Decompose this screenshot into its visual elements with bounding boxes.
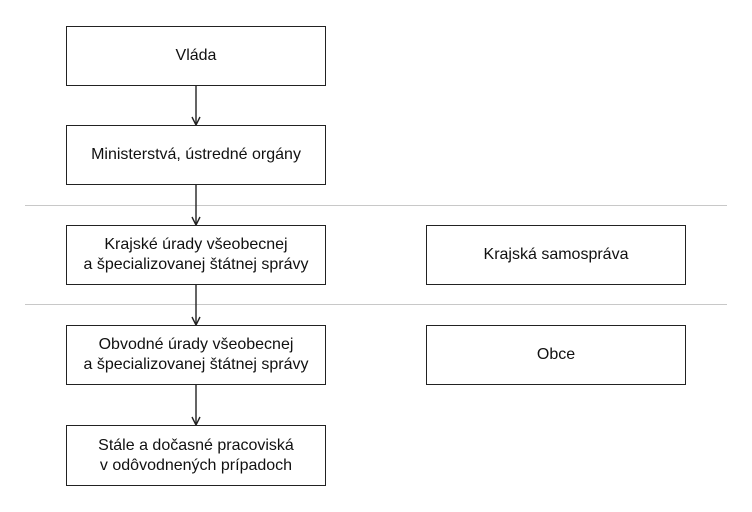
level-divider-bottom <box>25 304 727 305</box>
node-vlada: Vláda <box>66 26 326 86</box>
node-obce: Obce <box>426 325 686 385</box>
level-divider-top <box>25 205 727 206</box>
node-obvodne-urady: Obvodné úrady všeobecnej a špecializovan… <box>66 325 326 385</box>
node-krajska-samosprava: Krajská samospráva <box>426 225 686 285</box>
node-krajske-urady: Krajské úrady všeobecnej a špecializovan… <box>66 225 326 285</box>
node-stale-pracoviska: Stále a dočasné pracoviská v odôvodnenýc… <box>66 425 326 486</box>
node-ministerstva: Ministerstvá, ústredné orgány <box>66 125 326 185</box>
